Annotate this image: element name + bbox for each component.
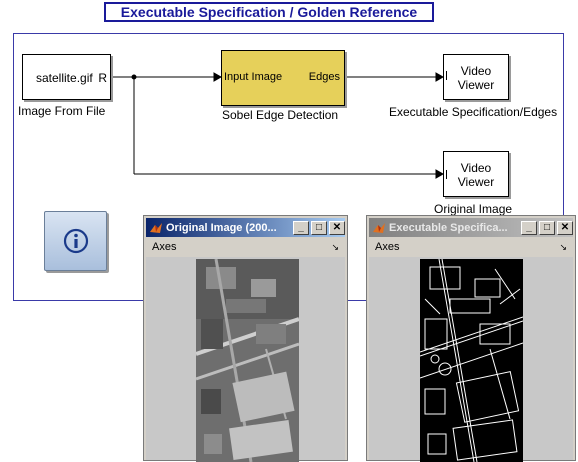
figure-original-menubar: Axes ↘ — [146, 239, 345, 257]
close-button[interactable]: ✕ — [557, 220, 573, 235]
figure-window-edges[interactable]: Executable Specifica... _ □ ✕ Axes ↘ — [366, 215, 576, 462]
close-button[interactable]: ✕ — [329, 220, 345, 235]
matlab-logo-icon — [150, 222, 162, 233]
figure-edges-canvas — [369, 257, 573, 462]
menu-axes[interactable]: Axes — [152, 241, 177, 253]
menu-axes[interactable]: Axes — [375, 241, 400, 253]
video-viewer-edges-block[interactable]: Video Viewer — [443, 54, 509, 100]
image-file-port: R — [98, 71, 107, 85]
image-from-file-caption: Image From File — [18, 104, 106, 118]
viewer-edges-line1: Video — [460, 64, 492, 78]
viewer-original-line2: Viewer — [457, 175, 495, 189]
figure-original-canvas — [146, 257, 345, 462]
viewer-edges-line2: Viewer — [457, 78, 495, 92]
maximize-button[interactable]: □ — [539, 220, 555, 235]
edge-image — [420, 259, 523, 462]
sobel-caption: Sobel Edge Detection — [222, 108, 339, 122]
figure-window-original[interactable]: Original Image (200... _ □ ✕ Axes ↘ — [143, 215, 348, 462]
info-icon — [63, 228, 88, 254]
info-block[interactable] — [44, 211, 107, 271]
satellite-image — [196, 259, 299, 462]
figure-original-title: Original Image (200... — [166, 221, 277, 234]
sobel-output-port: Edges — [308, 71, 340, 83]
maximize-button[interactable]: □ — [311, 220, 327, 235]
image-from-file-block[interactable]: satellite.gif R — [22, 54, 111, 100]
viewer-edges-port-mark — [446, 71, 447, 80]
video-viewer-original-block[interactable]: Video Viewer — [443, 151, 509, 197]
viewer-edges-caption: Executable Specification/Edges — [389, 105, 558, 119]
arrowhead-edges-viewer — [435, 72, 445, 82]
figure-original-titlebar[interactable]: Original Image (200... _ □ ✕ — [146, 218, 345, 237]
model-title[interactable]: Executable Specification / Golden Refere… — [104, 2, 434, 22]
minimize-button[interactable]: _ — [293, 220, 309, 235]
matlab-logo-icon — [373, 222, 385, 233]
dock-arrow-icon[interactable]: ↘ — [331, 242, 339, 252]
arrowhead-original-viewer — [435, 169, 445, 179]
viewer-original-port-mark — [446, 170, 447, 179]
sobel-edge-detection-block[interactable]: Input Image Edges — [221, 50, 345, 106]
figure-edges-titlebar[interactable]: Executable Specifica... _ □ ✕ — [369, 218, 573, 237]
arrowhead-sobel-in — [213, 72, 223, 82]
minimize-button[interactable]: _ — [521, 220, 537, 235]
model-title-text: Executable Specification / Golden Refere… — [120, 4, 418, 20]
viewer-original-caption: Original Image — [434, 202, 513, 216]
figure-edges-menubar: Axes ↘ — [369, 239, 573, 257]
viewer-original-line1: Video — [460, 161, 492, 175]
sobel-input-port: Input Image — [224, 71, 283, 83]
figure-edges-title: Executable Specifica... — [389, 221, 508, 234]
dock-arrow-icon[interactable]: ↘ — [559, 242, 567, 252]
image-file-name: satellite.gif — [36, 71, 93, 85]
